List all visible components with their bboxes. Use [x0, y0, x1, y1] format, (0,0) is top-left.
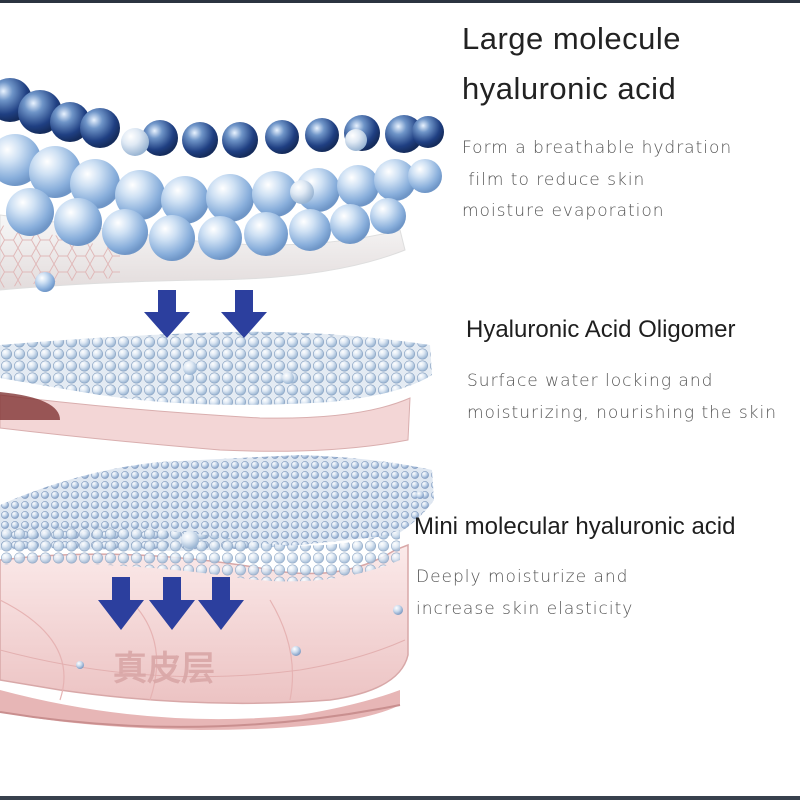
- top-border: [0, 0, 800, 3]
- mini-molecular-mesh-layer: [0, 455, 434, 582]
- mini-molecular-description: Deeply moisturize and increase skin elas…: [416, 562, 633, 625]
- dark-spheres: [0, 78, 444, 158]
- desc-line: Surface water locking and: [467, 371, 714, 391]
- down-arrow-icon: [149, 577, 195, 630]
- down-arrow-icon: [144, 290, 190, 338]
- dermis-layer: [0, 543, 409, 730]
- oligomer-title: Hyaluronic Acid Oligomer: [466, 315, 735, 345]
- mini-molecular-title: Mini molecular hyaluronic acid: [414, 512, 735, 542]
- down-arrow-icon: [98, 577, 144, 630]
- large-molecule-title: Large molecule hyaluronic acid: [462, 14, 681, 114]
- desc-line: Deeply moisturize and: [416, 567, 629, 587]
- title-line: Large molecule: [462, 21, 681, 56]
- desc-line: Form a breathable hydration: [462, 138, 733, 158]
- title-line: Mini molecular hyaluronic acid: [414, 513, 736, 540]
- bottom-border: [0, 796, 800, 800]
- dermis-label: 真皮层: [113, 649, 215, 689]
- title-line: Hyaluronic Acid Oligomer: [466, 316, 736, 343]
- title-line: hyaluronic acid: [462, 71, 677, 106]
- light-spheres: [0, 128, 442, 261]
- desc-line: increase skin elasticity: [416, 598, 634, 619]
- oligomer-layer: [0, 331, 432, 452]
- desc-line: moisture evaporation: [462, 201, 665, 221]
- desc-line: moisturizing, nourishing the skin: [467, 402, 778, 423]
- desc-line: film to reduce skin: [462, 169, 646, 190]
- large-molecule-description: Form a breathable hydration film to redu…: [462, 133, 732, 228]
- large-molecule-layer: [0, 78, 444, 292]
- down-arrow-icon: [221, 290, 267, 338]
- oligomer-description: Surface water locking and moisturizing, …: [467, 366, 777, 429]
- down-arrow-icon: [198, 577, 244, 630]
